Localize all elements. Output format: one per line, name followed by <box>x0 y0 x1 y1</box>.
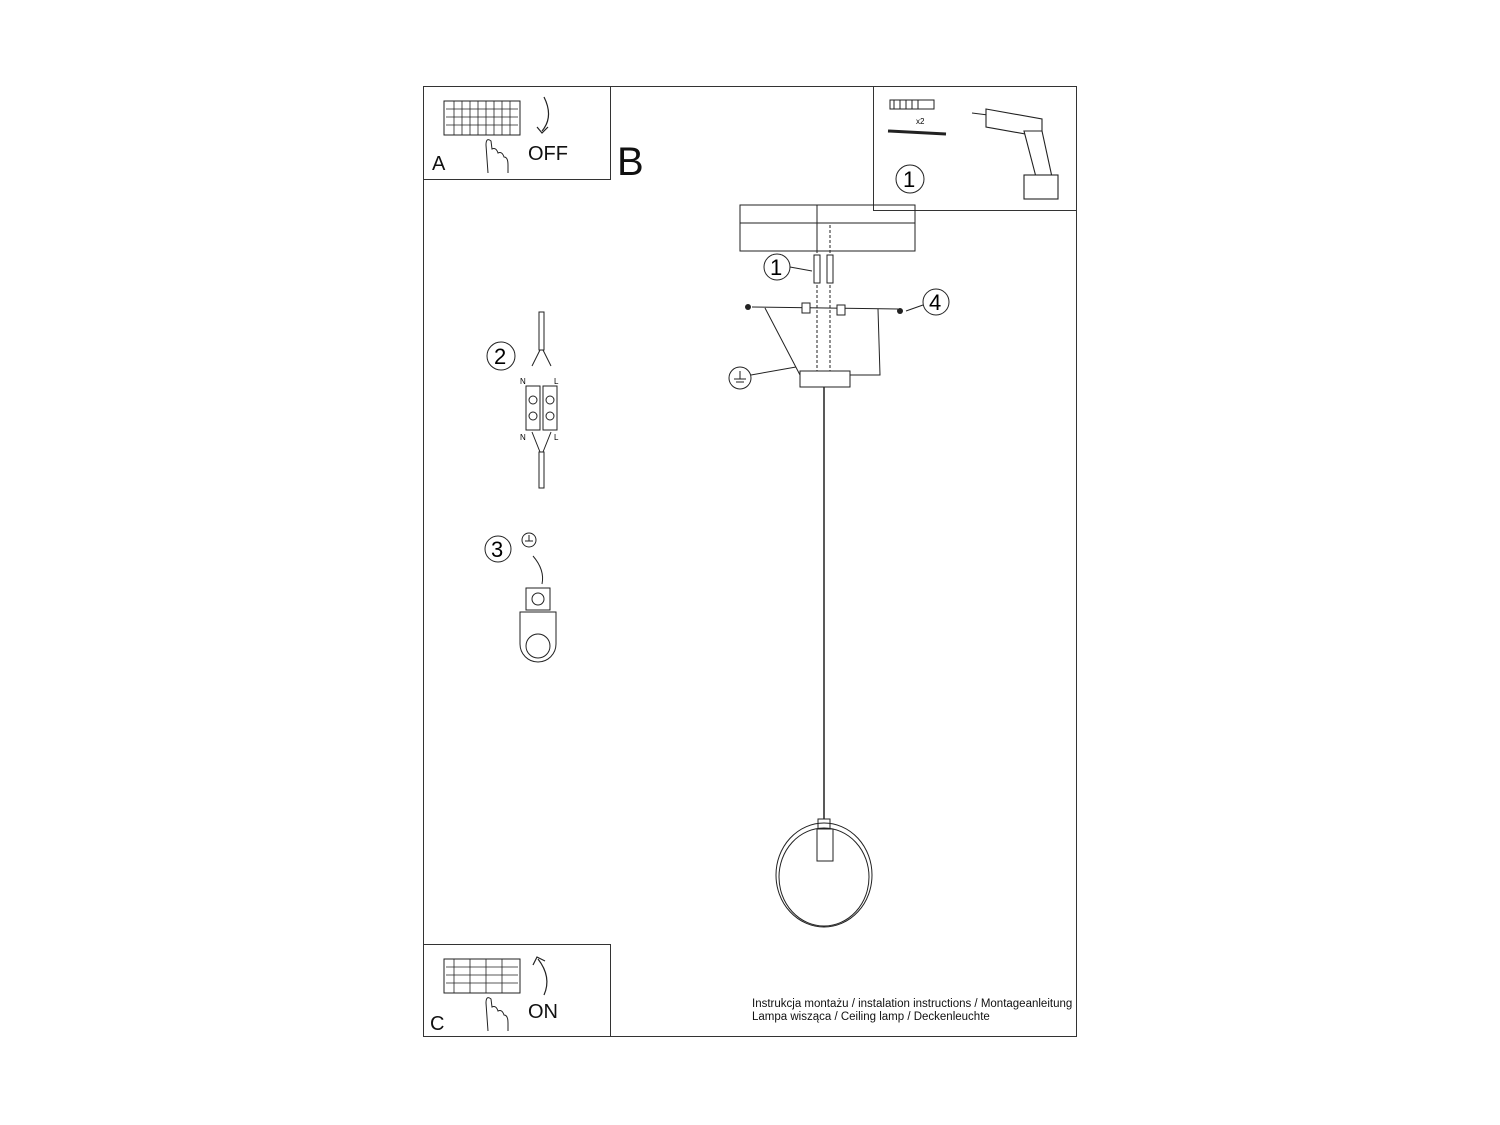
ground-symbol-icon <box>521 532 537 548</box>
ground-connection-diagram: 3 <box>484 532 557 663</box>
svg-text:N: N <box>520 433 526 442</box>
circuit-breaker-icon <box>443 96 550 174</box>
panel-a-power-off: A OFF <box>423 86 611 180</box>
hand-icon <box>485 997 509 1032</box>
off-label: OFF <box>528 143 568 165</box>
screw-icon <box>887 129 947 136</box>
footer-caption: Instrukcja montażu / instalation instruc… <box>752 998 1072 1024</box>
mounting-bracket <box>751 306 899 310</box>
step-marker-2: 2 <box>494 344 506 369</box>
footer-line-2: Lampa wisząca / Ceiling lamp / Deckenleu… <box>752 1011 990 1023</box>
on-label: ON <box>528 1001 558 1023</box>
tools-panel: x2 1 <box>873 86 1077 211</box>
ceiling-icon <box>739 204 916 252</box>
wall-plug-icon <box>813 254 834 284</box>
hand-icon <box>485 139 509 174</box>
screw-icon <box>745 304 751 310</box>
screw-icon <box>897 308 903 314</box>
svg-text:N: N <box>520 377 526 386</box>
step-marker-1: 1 <box>770 255 782 280</box>
step-marker-3: 3 <box>491 537 503 562</box>
quantity-label: x2 <box>916 117 925 126</box>
panel-c-power-on: C ON <box>423 944 611 1037</box>
bulb-socket <box>816 828 834 862</box>
step-marker-4: 4 <box>929 290 941 315</box>
ceiling-canopy <box>799 370 851 388</box>
step-number-1: 1 <box>903 167 915 192</box>
arrow-down-icon <box>541 96 550 132</box>
svg-text:L: L <box>554 377 559 386</box>
svg-text:L: L <box>554 433 559 442</box>
footer-line-1: Instrukcja montażu / instalation instruc… <box>752 998 1073 1010</box>
section-letter-c: C <box>430 1013 445 1035</box>
section-letter-b: B <box>617 140 644 184</box>
ring-shade <box>775 822 873 928</box>
tools-illustration: x2 1 <box>887 99 1059 200</box>
ceiling-mount-diagram: 1 4 <box>728 204 950 928</box>
instruction-sheet <box>423 86 1077 1037</box>
circuit-breaker-icon <box>443 956 548 1032</box>
wiring-diagram: 2 N L N L <box>486 311 559 489</box>
terminal-block <box>525 385 541 431</box>
drill-icon <box>971 108 1059 200</box>
section-letter-a: A <box>432 153 446 175</box>
arrow-up-icon <box>537 958 548 996</box>
